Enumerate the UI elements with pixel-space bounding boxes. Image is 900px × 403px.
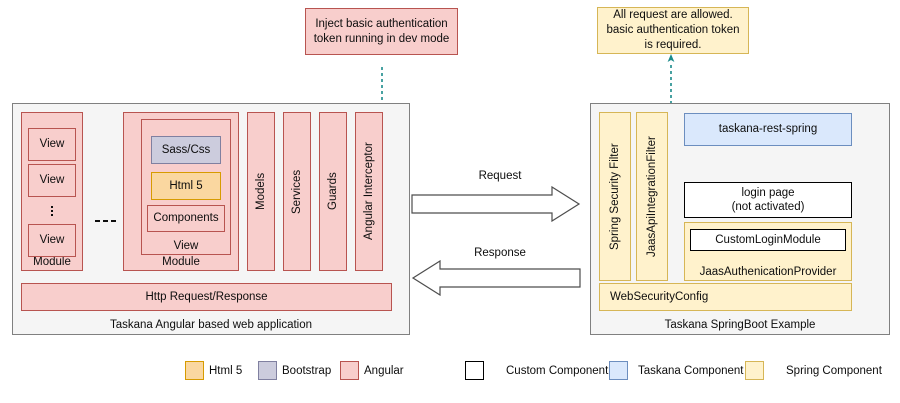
- module-b-view-label: View: [173, 240, 199, 252]
- column-services: Services: [283, 112, 311, 271]
- legend-label-taskana-component: Taskana Component: [638, 364, 744, 377]
- note-left-inject-token: Inject basic authentication token runnin…: [305, 8, 458, 55]
- custom-login-module-box: CustomLoginModule: [690, 229, 846, 251]
- legend-label-angular: Angular: [364, 364, 404, 377]
- legend-swatch-angular: [340, 361, 359, 380]
- column-guards: Guards: [319, 112, 347, 271]
- module-a-ellipsis-vertical: [28, 200, 76, 222]
- taskana-rest-spring-box: taskana-rest-spring: [684, 113, 852, 146]
- module-a-label: Module: [33, 256, 71, 268]
- legend-label-spring-component: Spring Component: [786, 364, 882, 377]
- column-services-label: Services: [291, 169, 303, 214]
- column-angular-interceptor: Angular Interceptor: [355, 112, 383, 271]
- legend-label-bootstrap: Bootstrap: [282, 364, 332, 377]
- module-a-view-2: View: [28, 164, 76, 197]
- legend-item-taskana-component: Taskana Component: [609, 361, 743, 380]
- legend-item-html5: Html 5: [185, 361, 242, 380]
- login-page-line-1: login page: [741, 186, 795, 199]
- server-panel-label: Taskana SpringBoot Example: [664, 319, 816, 331]
- legend-swatch-taskana-component: [609, 361, 628, 380]
- legend-item-angular: Angular: [340, 361, 404, 380]
- module-b-item-components: Components: [147, 205, 225, 232]
- module-b-label: Module: [162, 256, 200, 268]
- module-b-item-html5: Html 5: [151, 172, 221, 200]
- response-arrow: [411, 260, 581, 296]
- filter-jaas-api-integration-label: JaasApiIntegrationFilter: [646, 136, 658, 257]
- column-angular-interceptor-label: Angular Interceptor: [363, 142, 375, 241]
- note-right-requests-allowed: All request are allowed. basic authentic…: [597, 7, 749, 54]
- modules-ellipsis-horizontal: [90, 215, 120, 227]
- response-arrow-label: Response: [474, 247, 526, 259]
- filter-spring-security-label: Spring Security Filter: [609, 143, 621, 250]
- http-request-response-bar: Http Request/Response: [21, 283, 392, 311]
- login-page-line-2: (not activated): [731, 201, 805, 213]
- legend-item-spring-component: Spring Component: [745, 361, 882, 380]
- filter-jaas-api-integration: JaasApiIntegrationFilter: [636, 112, 668, 281]
- module-b-item-sass-css: Sass/Css: [151, 136, 221, 164]
- login-page-box: login page (not activated): [684, 182, 852, 218]
- legend-item-bootstrap: Bootstrap: [258, 361, 331, 380]
- web-security-config-box: WebSecurityConfig: [599, 283, 852, 311]
- module-a-view-1: View: [28, 128, 76, 161]
- legend-label-custom-component: Custom Component: [506, 364, 609, 377]
- legend-swatch-spring-component: [745, 361, 764, 380]
- column-guards-label: Guards: [327, 172, 339, 211]
- legend-swatch-custom-component: [465, 361, 484, 380]
- request-arrow: [411, 186, 581, 222]
- request-arrow-label: Request: [478, 170, 522, 182]
- module-a-view-3: View: [28, 224, 76, 257]
- legend-swatch-html5: [185, 361, 204, 380]
- client-panel-label: Taskana Angular based web application: [109, 319, 313, 331]
- filter-spring-security: Spring Security Filter: [599, 112, 631, 281]
- jaas-authentication-provider-label: JaasAuthenicationProvider: [699, 266, 837, 278]
- legend-item-custom-component: Custom Component: [465, 361, 608, 380]
- legend-swatch-bootstrap: [258, 361, 277, 380]
- column-models-label: Models: [255, 172, 267, 211]
- column-models: Models: [247, 112, 275, 271]
- legend-label-html5: Html 5: [209, 364, 243, 377]
